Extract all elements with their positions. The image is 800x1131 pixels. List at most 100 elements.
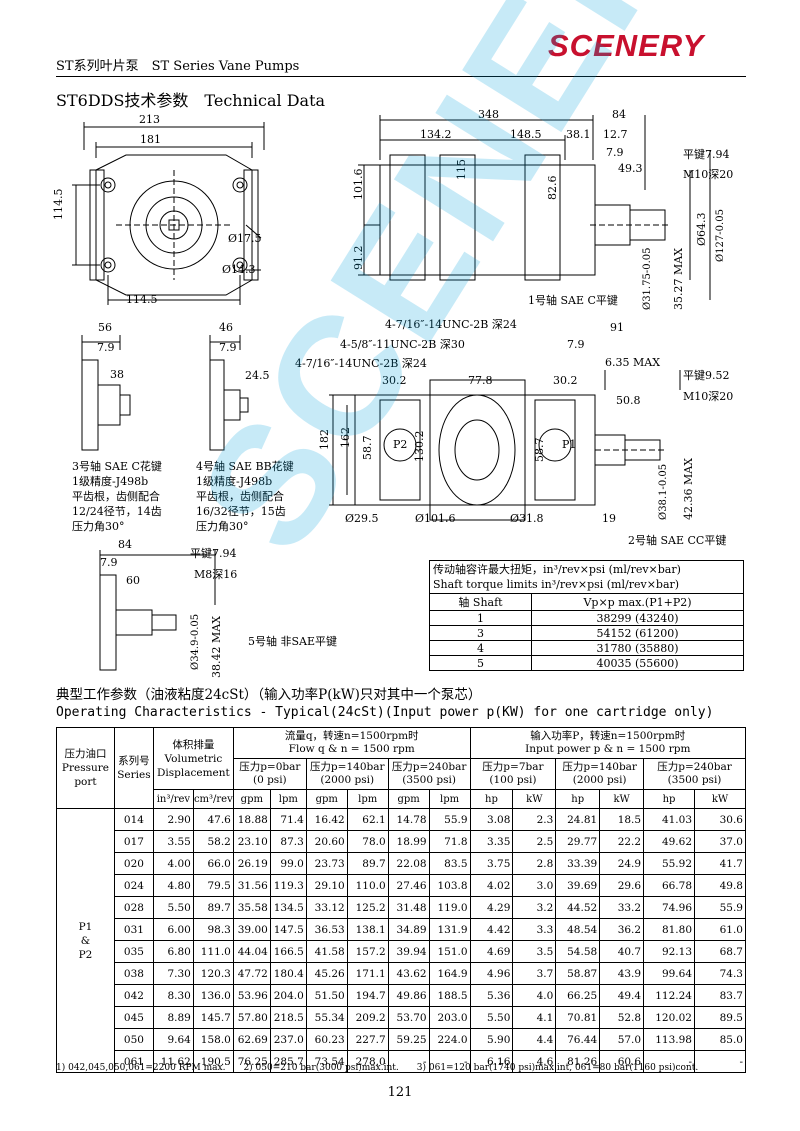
value-cell: 39.94 (387, 940, 430, 963)
port-p2-label: P2 (393, 438, 408, 451)
header-power: 输入功率P，转速n=1500rpm时 Input power p & n = 1… (469, 727, 747, 759)
value-cell: 151.0 (428, 940, 471, 963)
port-p1-p2-cell: P1 & P2 (56, 808, 115, 1073)
series-cell: 024 (113, 874, 154, 897)
top-dim-50-8: 50.8 (616, 394, 641, 407)
value-cell: 52.8 (599, 1006, 645, 1029)
value-cell: 20.60 (305, 830, 348, 853)
value-cell: 47.72 (232, 962, 271, 985)
value-cell: 134.5 (269, 896, 307, 919)
operating-title-cn: 典型工作参数（油液粘度24cSt）（输入功率P(kW)只对其中一个泵芯） (56, 687, 482, 703)
value-cell: 4.80 (152, 874, 194, 897)
header-series: ST系列叶片泵 ST Series Vane Pumps (56, 59, 300, 74)
value-cell: 3.08 (469, 808, 514, 831)
value-cell: 58.87 (555, 962, 601, 985)
dim-348: 348 (478, 108, 499, 121)
value-cell: 31.56 (232, 874, 271, 897)
shaft5-key-label: 平键7.94 (190, 547, 237, 560)
top-dim-7-9: 7.9 (567, 338, 585, 351)
series-cell: 042 (113, 984, 154, 1007)
shaft5-dim-38-42-max: 38.42 MAX (210, 615, 223, 678)
dim-115: 115 (455, 159, 468, 180)
dim-dia-31-75: Ø31.75-0.05 (642, 247, 653, 310)
value-cell: 44.04 (232, 940, 271, 963)
value-cell: 125.2 (346, 896, 389, 919)
header-pressure-port: 压力油口 Pressure port (56, 727, 115, 809)
value-cell: 138.1 (346, 918, 389, 941)
value-cell: 39.00 (232, 918, 271, 941)
value-cell: 27.46 (387, 874, 430, 897)
value-cell: 2.5 (512, 830, 557, 853)
value-cell: 22.2 (599, 830, 645, 853)
shaft5-thread-label: M8深16 (194, 568, 238, 581)
dim-91-2: 91.2 (352, 245, 365, 271)
top-key-label: 平键9.52 (683, 369, 730, 382)
value-cell: 57.0 (599, 1028, 645, 1051)
value-cell: 14.78 (387, 808, 430, 831)
unit-cell: lpm (346, 789, 389, 809)
value-cell: 3.3 (512, 918, 557, 941)
value-cell: 120.02 (643, 1006, 695, 1029)
value-cell: 83.5 (428, 852, 471, 875)
unit-cell: gpm (232, 789, 271, 809)
series-cell: 038 (113, 962, 154, 985)
top-dim-58-7-right: 58.7 (533, 437, 546, 463)
series-cell: 045 (113, 1006, 154, 1029)
value-cell: 36.53 (305, 918, 348, 941)
side-shaft-caption: 1号轴 SAE C平键 (528, 294, 618, 307)
dim-134-2: 134.2 (420, 128, 452, 141)
value-cell: 103.8 (428, 874, 471, 897)
value-cell: 194.7 (346, 984, 389, 1007)
value-cell: 110.0 (346, 874, 389, 897)
value-cell: 55.92 (643, 852, 695, 875)
value-cell: 22.08 (387, 852, 430, 875)
header-flow-240bar: 压力p=240bar (3500 psi) (387, 758, 471, 790)
value-cell: 4.29 (469, 896, 514, 919)
top-dim-130-2: 130.2 (413, 430, 426, 463)
torque-col-vp: Vp×p max.(P1+P2) (531, 593, 744, 611)
thread-label-3: 4-7/16″-14UNC-2B 深24 (295, 357, 427, 370)
top-view-drawing (329, 370, 681, 521)
value-cell: 136.0 (192, 984, 234, 1007)
top-dim-42-36-max: 42.36 MAX (682, 457, 695, 520)
dim-7-9: 7.9 (606, 146, 624, 159)
series-cell: 035 (113, 940, 154, 963)
value-cell: 120.3 (192, 962, 234, 985)
value-cell: 39.69 (555, 874, 601, 897)
value-cell: 5.50 (469, 1006, 514, 1029)
shaft5-dim-60: 60 (126, 574, 140, 587)
top-thread-label: M10深20 (683, 390, 734, 403)
header-displacement: 体积排量 Volumetric Displacement (152, 727, 234, 790)
value-cell: 57.80 (232, 1006, 271, 1029)
value-cell: 2.3 (512, 808, 557, 831)
side-key-label: 平键7.94 (683, 148, 730, 161)
value-cell: 29.6 (599, 874, 645, 897)
port-p1-label: P1 (562, 438, 577, 451)
dim-101-6: 101.6 (352, 168, 365, 201)
value-cell: 48.54 (555, 918, 601, 941)
value-cell: 36.2 (599, 918, 645, 941)
dim-84: 84 (612, 108, 626, 121)
unit-cell: cm³/rev (192, 789, 234, 809)
value-cell: 3.5 (512, 940, 557, 963)
value-cell: 31.48 (387, 896, 430, 919)
dim-width-213: 213 (139, 113, 160, 126)
torque-limits-table: 传动轴容许最大扭矩，in³/rev×psi (ml/rev×bar)Shaft … (429, 560, 744, 671)
value-cell: 79.5 (192, 874, 234, 897)
value-cell: 147.5 (269, 918, 307, 941)
value-cell: 188.5 (428, 984, 471, 1007)
value-cell: 4.00 (152, 852, 194, 875)
value-cell: 33.12 (305, 896, 348, 919)
value-cell: 70.81 (555, 1006, 601, 1029)
series-cell: 031 (113, 918, 154, 941)
value-cell: 58.2 (192, 830, 234, 853)
shaft4-dim-46: 46 (219, 321, 233, 334)
value-cell: 85.0 (694, 1028, 746, 1051)
dim-dia-64-3: Ø64.3 (695, 212, 708, 246)
